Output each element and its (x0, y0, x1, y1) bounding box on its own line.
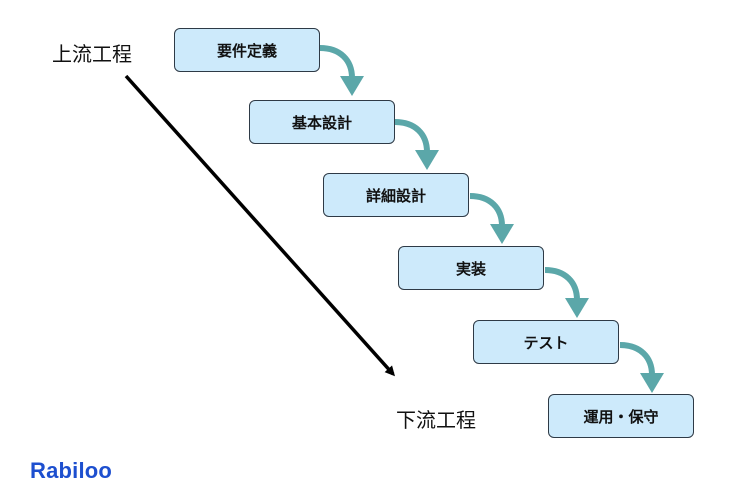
stage-connector-1 (319, 45, 364, 96)
stage-connector-5 (619, 342, 664, 393)
stage-operation-maintenance: 運用・保守 (548, 394, 694, 438)
stage-testing: テスト (473, 320, 619, 364)
upstream-to-downstream-arrow (124, 74, 396, 377)
stage-implementation: 実装 (398, 246, 544, 290)
stage-detailed-design: 詳細設計 (323, 173, 469, 217)
upstream-label: 上流工程 (52, 42, 132, 66)
stage-connector-4 (544, 267, 589, 318)
stage-connector-3 (469, 193, 514, 244)
brand-logo: Rabiloo (30, 458, 113, 483)
stage-requirements: 要件定義 (174, 28, 320, 72)
stage-connector-2 (394, 119, 439, 170)
downstream-label: 下流工程 (396, 408, 476, 432)
stage-basic-design: 基本設計 (249, 100, 395, 144)
